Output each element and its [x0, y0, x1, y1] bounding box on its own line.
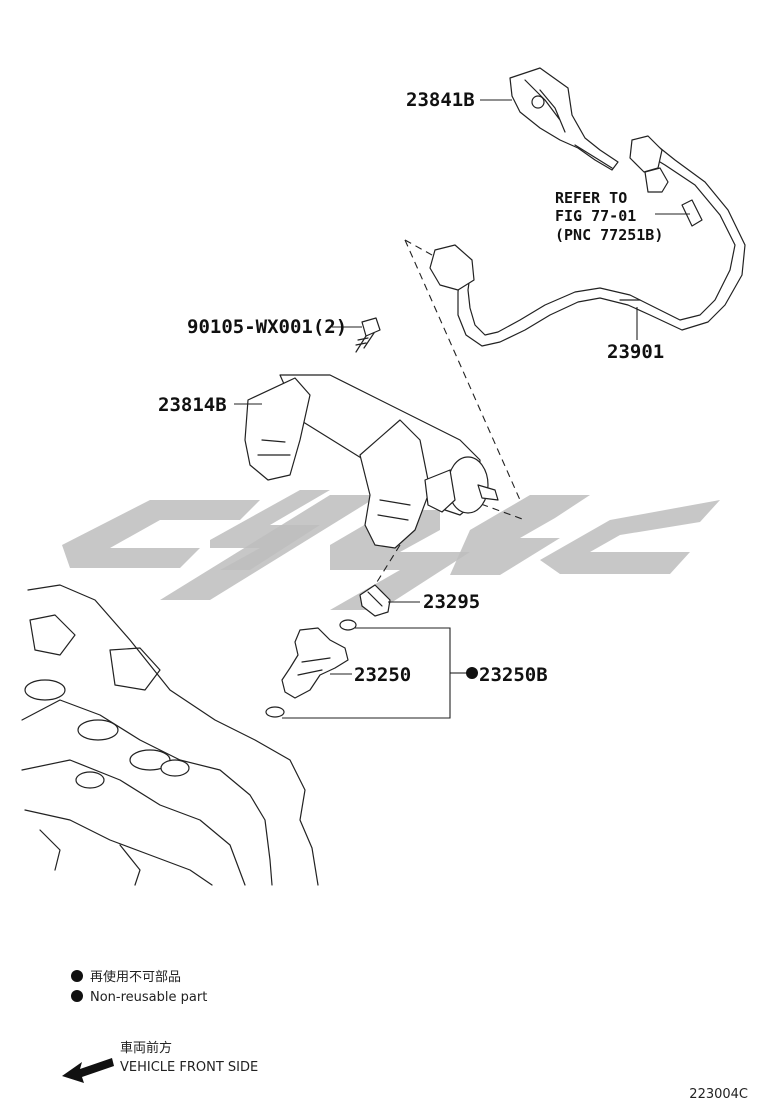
engine-block-outline	[21, 584, 319, 886]
fuel-rail-part[interactable]	[244, 374, 499, 549]
fuel-tube-part[interactable]	[429, 135, 746, 347]
clip-part[interactable]	[359, 584, 391, 617]
part-label-23250B[interactable]: 23250B	[479, 664, 548, 686]
connector-hose-part[interactable]	[509, 67, 619, 171]
non-reusable-dot	[466, 667, 478, 679]
part-label-23901[interactable]: 23901	[607, 341, 664, 363]
bolt-part[interactable]	[355, 317, 381, 353]
injector-part[interactable]	[265, 619, 357, 718]
front-label-en: VEHICLE FRONT SIDE	[120, 1060, 258, 1075]
figure-code: 223004C	[689, 1087, 748, 1102]
front-arrow-icon	[62, 1058, 114, 1083]
legend-en: Non-reusable part	[90, 990, 207, 1005]
refer-note-line3: (PNC 77251B)	[555, 226, 663, 244]
part-label-23250[interactable]: 23250	[354, 664, 411, 686]
legend: 再使用不可部品 Non-reusable part	[71, 969, 207, 1005]
watermark-logo	[62, 490, 720, 610]
part-label-90105[interactable]: 90105-WX001(2)	[187, 316, 347, 338]
front-label-jp: 車両前方	[120, 1040, 172, 1056]
part-label-23295[interactable]: 23295	[423, 591, 480, 613]
part-label-23841B[interactable]: 23841B	[406, 89, 475, 111]
vehicle-front-indicator: 車両前方 VEHICLE FRONT SIDE	[62, 1040, 258, 1083]
leader-lines	[234, 99, 690, 719]
part-label-23814B[interactable]: 23814B	[158, 394, 227, 416]
refer-note-line1: REFER TO	[555, 189, 627, 207]
legend-jp: 再使用不可部品	[90, 969, 181, 985]
refer-note-line2[interactable]: FIG 77-01	[555, 207, 636, 225]
